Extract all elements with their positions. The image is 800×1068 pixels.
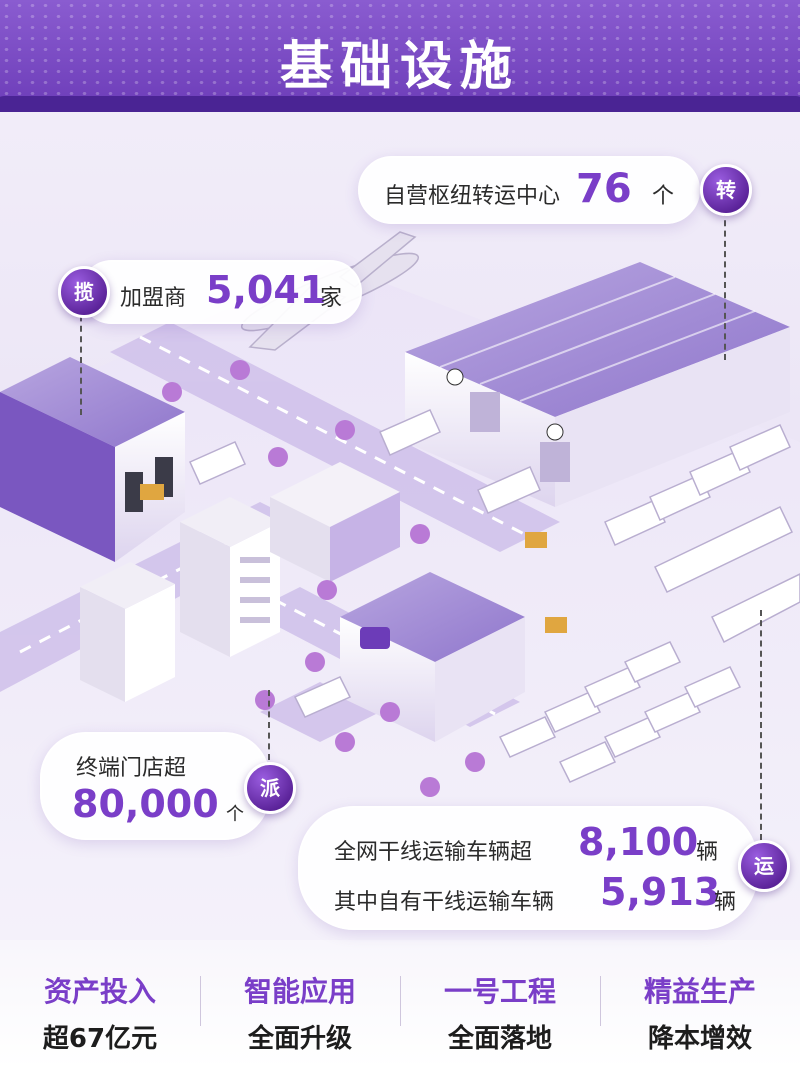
header-banner: 基础设施 (0, 0, 800, 112)
feature-subtitle: 降本增效 (647, 1024, 752, 1054)
feature-title: 智能应用 (243, 975, 356, 1008)
trunk-line2-unit: 辆 (714, 890, 737, 915)
stores-callout-label: 终端门店超 (76, 756, 187, 781)
franchise-leader-line (80, 305, 82, 415)
office-building (270, 462, 400, 582)
hub-badge: 转 (700, 164, 752, 216)
stores-badge: 派 (244, 762, 296, 814)
feature-subtitle: 超67亿元 (42, 1024, 158, 1054)
feature-item: 一号工程 全面落地 (400, 958, 600, 1058)
terminal-store (340, 572, 525, 742)
feature-item: 资产投入 超67亿元 (0, 958, 200, 1058)
franchise-callout-unit: 家 (320, 286, 343, 311)
feature-item: 精益生产 降本增效 (600, 958, 800, 1058)
trunk-leader-line (760, 610, 762, 840)
feature-row: 资产投入 超67亿元 智能应用 全面升级 一号工程 全面落地 精益生产 降本增效 (0, 958, 800, 1058)
office-building (80, 562, 175, 702)
hub-callout-label: 自营枢纽转运中心 (384, 184, 561, 209)
trunk-line1-label: 全网干线运输车辆超 (334, 840, 533, 865)
trunk-callout: 全网干线运输车辆超 8,100 辆 其中自有干线运输车辆 5,913 辆 (298, 806, 758, 930)
truck-fleet (189, 409, 800, 783)
office-building (180, 497, 280, 657)
feature-title: 一号工程 (443, 975, 556, 1008)
hub-callout: 自营枢纽转运中心 76 个 (358, 156, 700, 224)
franchise-callout-value: 5,041 (206, 268, 327, 312)
hub-warehouse (405, 262, 790, 507)
trunk-line1-unit: 辆 (696, 840, 719, 865)
franchise-badge: 揽 (58, 266, 110, 318)
franchise-callout-label: 加盟商 (120, 286, 187, 311)
feature-subtitle: 全面升级 (247, 1024, 352, 1054)
forklifts (140, 484, 567, 633)
hub-leader-line (724, 210, 726, 360)
stores-callout-value: 80,000 (72, 782, 219, 826)
hub-callout-unit: 个 (652, 184, 675, 209)
page-title: 基础设施 (279, 37, 520, 97)
trees (162, 360, 485, 797)
stores-callout: 终端门店超 80,000 个 (40, 732, 270, 840)
stores-callout-unit: 个 (226, 804, 244, 825)
feature-title: 资产投入 (43, 975, 156, 1008)
trunk-line1-value: 8,100 (578, 820, 699, 864)
header-ribbon (0, 96, 800, 112)
trunk-line2-label: 其中自有干线运输车辆 (334, 890, 555, 915)
feature-subtitle: 全面落地 (447, 1024, 552, 1054)
header-dot-pattern (0, 0, 800, 112)
store-leader-line (268, 690, 270, 760)
franchise-callout: 加盟商 5,041 家 (80, 260, 362, 324)
hub-callout-value: 76 (576, 166, 632, 212)
feature-item: 智能应用 全面升级 (200, 958, 400, 1058)
trunk-badge: 运 (738, 840, 790, 892)
trunk-line2-value: 5,913 (600, 870, 721, 914)
feature-title: 精益生产 (643, 975, 756, 1008)
